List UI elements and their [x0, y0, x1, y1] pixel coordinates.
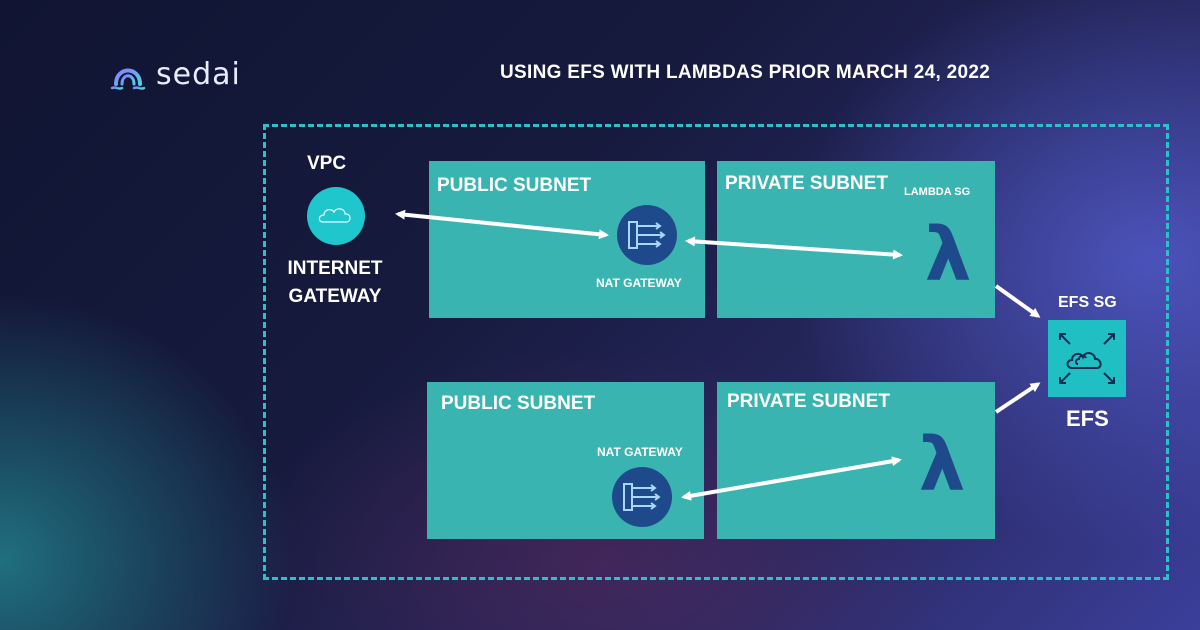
- brand-logo: sedai: [108, 54, 241, 94]
- nat-gateway-1-label: NAT GATEWAY: [596, 276, 682, 290]
- nat-gateway-icon: [617, 205, 677, 265]
- private-subnet-2-label: PRIVATE SUBNET: [727, 391, 890, 412]
- lambda-sg-label: LAMBDA SG: [904, 186, 971, 198]
- efs-label: EFS: [1066, 406, 1109, 431]
- vpc-label: VPC: [307, 153, 347, 174]
- efs-sg-label: EFS SG: [1058, 294, 1117, 311]
- public-subnet-2-label: PUBLIC SUBNET: [441, 393, 596, 414]
- nat-gateway-icon: [612, 467, 672, 527]
- brand-name: sedai: [156, 56, 241, 92]
- svg-text:λ: λ: [925, 218, 972, 288]
- lambda-icon: λ: [925, 218, 972, 288]
- arrow-lambda2-efs: [994, 382, 1041, 414]
- vpc-boundary: [263, 124, 1169, 580]
- arrow-nat2-lambda2: [681, 456, 902, 501]
- nat-gateway-2-label: NAT GATEWAY: [597, 445, 683, 459]
- arrow-igw-nat1: [395, 209, 609, 240]
- sedai-logo-icon: [110, 68, 146, 90]
- arrow-nat1-lambda1: [685, 236, 903, 260]
- internet-gateway-label: INTERNET GATEWAY: [276, 255, 394, 311]
- lambda-icon: λ: [919, 428, 966, 498]
- internet-gateway-label-line1: INTERNET: [287, 258, 383, 279]
- private-subnet-1-label: PRIVATE SUBNET: [725, 173, 888, 194]
- cloud-icon: [307, 187, 365, 245]
- svg-text:λ: λ: [919, 428, 966, 498]
- internet-gateway-label-line2: GATEWAY: [288, 286, 382, 307]
- arrow-lambda1-efs: [994, 284, 1041, 318]
- page-title: USING EFS WITH LAMBDAS PRIOR MARCH 24, 2…: [500, 62, 991, 83]
- public-subnet-1-label: PUBLIC SUBNET: [437, 175, 592, 196]
- efs-icon: [1048, 320, 1126, 397]
